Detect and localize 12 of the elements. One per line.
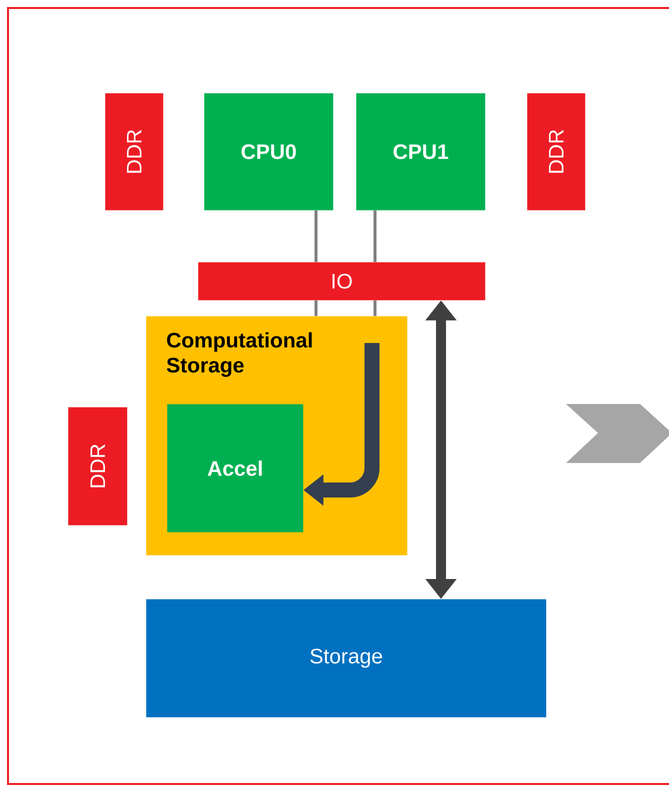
cpu-box: CPU0 bbox=[204, 93, 334, 210]
ddr-box: DDR bbox=[68, 407, 128, 526]
connector-line bbox=[374, 300, 376, 316]
connector-line bbox=[314, 300, 318, 316]
ddr-box: DDR bbox=[105, 93, 164, 210]
ddr-box: DDR bbox=[527, 93, 586, 210]
storage-box: Storage bbox=[146, 599, 546, 718]
io-bar: IO bbox=[198, 262, 486, 300]
accelerator-box: Accel bbox=[167, 404, 304, 532]
connector-line bbox=[374, 210, 376, 262]
connector-line bbox=[314, 210, 318, 262]
cpu-box: CPU1 bbox=[356, 93, 486, 210]
